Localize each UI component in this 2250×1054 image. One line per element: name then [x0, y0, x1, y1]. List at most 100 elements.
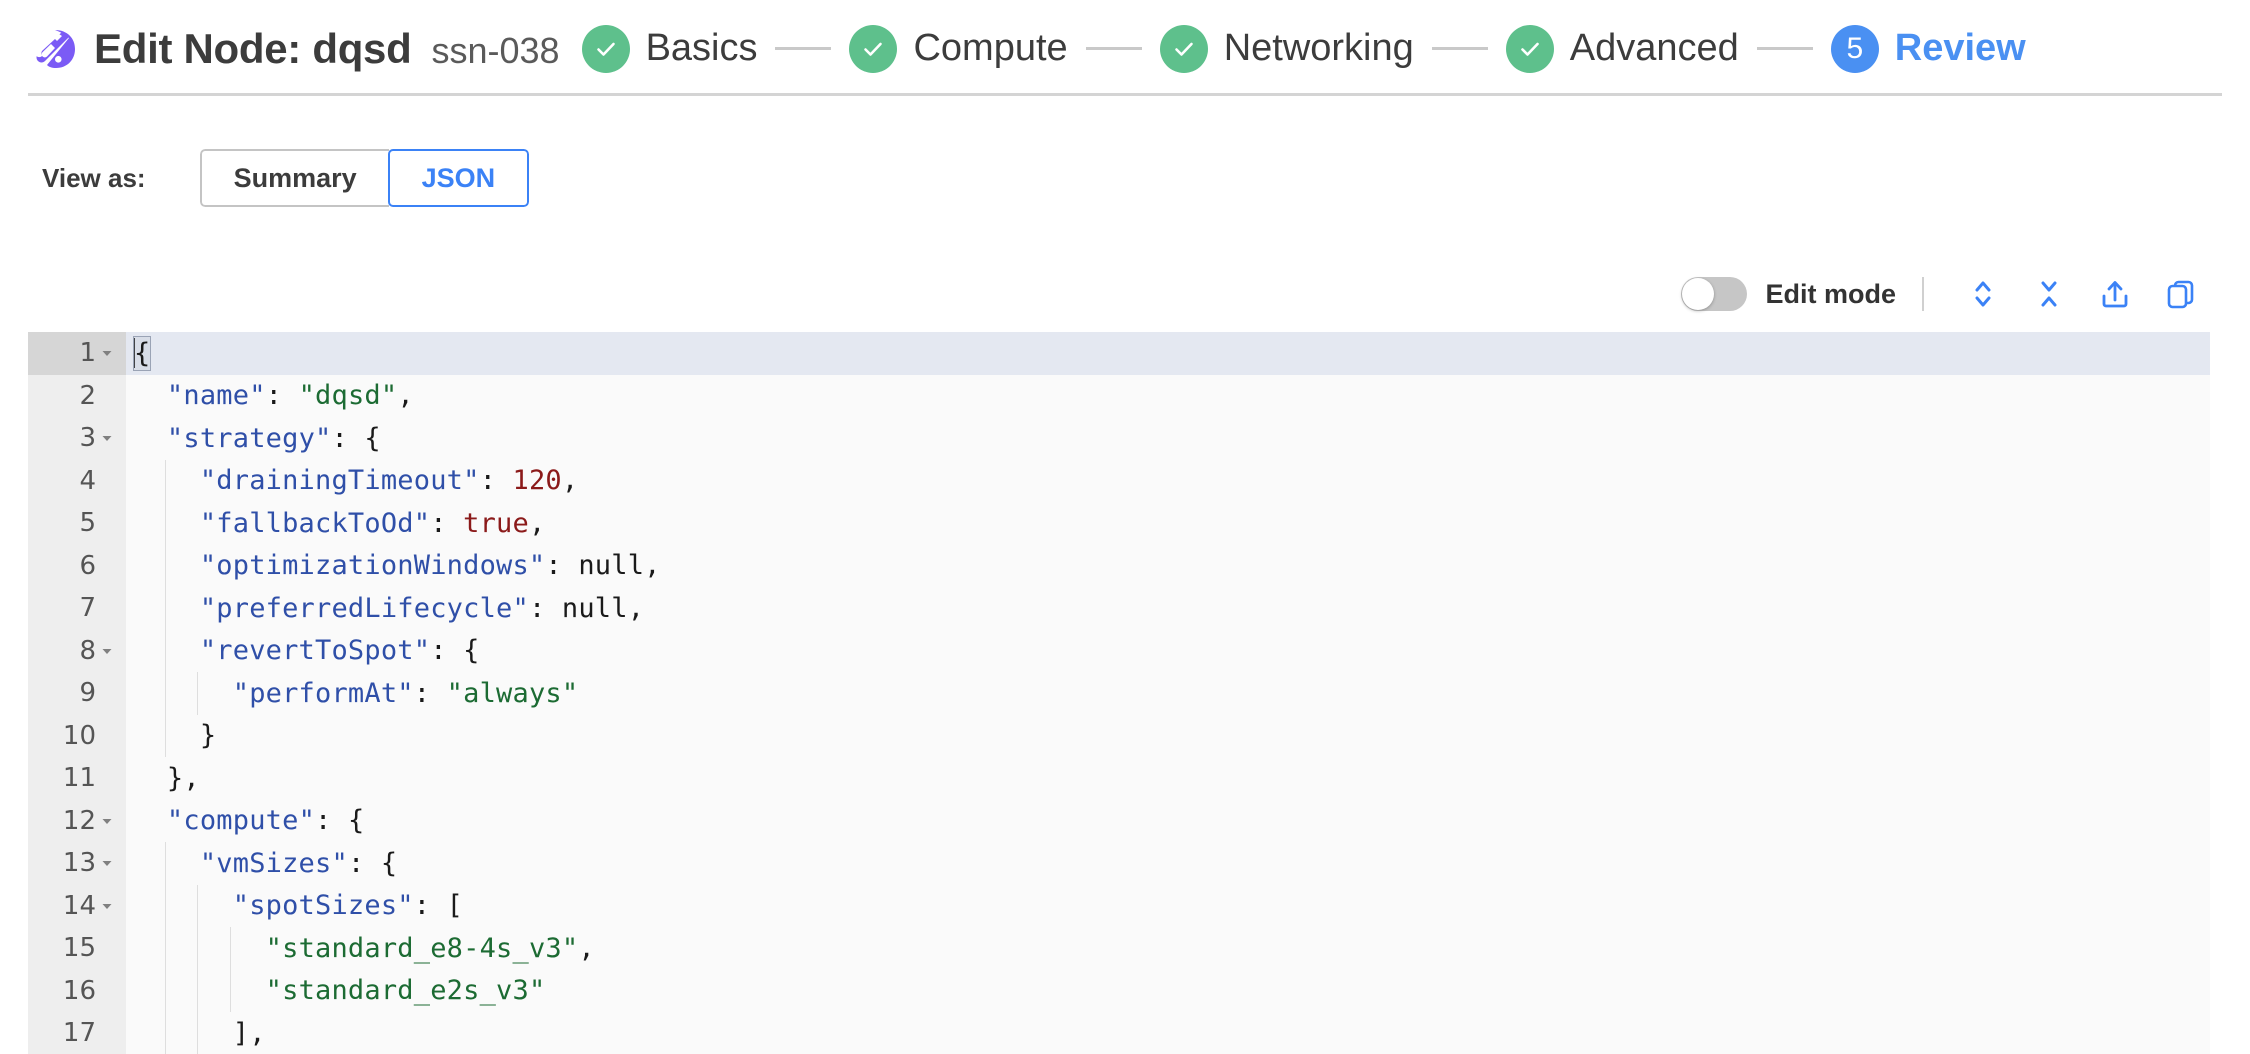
code-tokens: "standard_e8-4s_v3", — [134, 935, 595, 962]
code-token: null — [561, 592, 628, 624]
wizard-step-advanced[interactable]: Advanced — [1505, 24, 1739, 73]
code-token: "strategy" — [166, 422, 332, 454]
fold-toggle-icon[interactable] — [96, 431, 118, 445]
code-row[interactable]: 17 ], — [28, 1012, 2210, 1054]
code-line-content[interactable]: "optimizationWindows": null, — [126, 544, 2210, 587]
comet-logo-icon — [28, 23, 80, 75]
code-row[interactable]: 13 "vmSizes": { — [28, 842, 2210, 885]
line-number: 14 — [62, 890, 96, 921]
edit-mode-toggle[interactable] — [1681, 277, 1748, 311]
code-token: true — [463, 507, 529, 539]
expand-all-icon[interactable] — [1960, 271, 2006, 317]
code-line-content[interactable]: "vmSizes": { — [126, 842, 2210, 885]
export-icon[interactable] — [2092, 271, 2138, 317]
code-row[interactable]: 12 "compute": { — [28, 799, 2210, 843]
view-as-option-json[interactable]: JSON — [387, 149, 530, 207]
code-tokens: "strategy": { — [134, 425, 381, 452]
code-token: : { — [347, 847, 398, 879]
wizard-step-networking[interactable]: Networking — [1159, 24, 1414, 73]
fold-toggle-icon[interactable] — [96, 814, 118, 828]
code-line-content[interactable]: "spotSizes": [ — [126, 884, 2210, 927]
wizard-step-compute[interactable]: Compute — [849, 24, 1068, 73]
code-row[interactable]: 7 "preferredLifecycle": null, — [28, 587, 2210, 630]
collapse-all-icon[interactable] — [2026, 271, 2072, 317]
code-token: } — [199, 720, 217, 752]
view-as-segmented-control[interactable]: Summary JSON — [199, 149, 530, 207]
code-row[interactable]: 2 "name": "dqsd", — [28, 374, 2210, 418]
edit-mode-label: Edit mode — [1765, 278, 1896, 309]
code-row[interactable]: 1{ — [28, 332, 2210, 375]
fold-toggle-icon[interactable] — [96, 346, 118, 360]
code-token: : [ — [413, 890, 464, 922]
fold-toggle-icon[interactable] — [96, 644, 118, 658]
line-gutter: 7 — [28, 587, 126, 630]
code-token: , — [644, 550, 661, 582]
code-line-content[interactable]: "drainingTimeout": 120, — [126, 459, 2210, 502]
code-token: "preferredLifecycle" — [199, 592, 529, 624]
code-line-content[interactable]: "fallbackToOd": true, — [126, 502, 2210, 545]
line-gutter: 12 — [28, 799, 126, 842]
code-row[interactable]: 3 "strategy": { — [28, 417, 2210, 460]
code-row[interactable]: 4 "drainingTimeout": 120, — [28, 459, 2210, 502]
wizard-stepper: Basics Compute Networking Advanced — [581, 24, 2250, 73]
code-row[interactable]: 11 }, — [28, 757, 2210, 800]
code-token: "standard_e2s_v3" — [265, 975, 546, 1007]
fold-toggle-icon[interactable] — [96, 899, 118, 913]
code-line-content[interactable]: { — [126, 332, 2210, 375]
fold-toggle-icon[interactable] — [96, 856, 118, 870]
code-line-content[interactable]: "standard_e8-4s_v3", — [126, 927, 2210, 970]
toggle-knob — [1682, 278, 1715, 310]
code-line-content[interactable]: }, — [126, 757, 2210, 800]
step-number: 5 — [1846, 31, 1864, 65]
wizard-step-label: Compute — [913, 27, 1068, 69]
code-token: "always" — [446, 677, 579, 709]
code-line-content[interactable]: "name": "dqsd", — [126, 375, 2210, 418]
code-token: : — [528, 592, 562, 624]
code-line-content[interactable]: "standard_e2s_v3" — [126, 969, 2210, 1012]
code-row[interactable]: 5 "fallbackToOd": true, — [28, 502, 2210, 545]
wizard-step-review[interactable]: 5 Review — [1830, 24, 2026, 73]
code-token: , — [397, 380, 414, 412]
code-row[interactable]: 16 "standard_e2s_v3" — [28, 969, 2210, 1012]
code-token: "compute" — [166, 805, 316, 837]
indent-guide — [197, 884, 198, 927]
code-line-content[interactable]: "revertToSpot": { — [126, 629, 2210, 672]
editor-toolbar: Edit mode — [0, 269, 2250, 319]
indent-guide — [164, 629, 166, 672]
code-line-content[interactable]: } — [126, 714, 2210, 757]
code-token: ], — [232, 1017, 266, 1049]
copy-icon[interactable] — [2158, 271, 2204, 317]
code-row[interactable]: 15 "standard_e8-4s_v3", — [28, 927, 2210, 970]
code-token: : — [545, 550, 579, 582]
code-token: { — [132, 335, 152, 371]
indent-guide — [197, 927, 198, 970]
view-as-option-summary[interactable]: Summary — [199, 149, 389, 207]
view-as-row: View as: Summary JSON — [0, 149, 2250, 207]
code-token: , — [528, 507, 546, 539]
code-row[interactable]: 8 "revertToSpot": { — [28, 629, 2210, 672]
line-number: 16 — [62, 975, 96, 1006]
code-tokens: "preferredLifecycle": null, — [134, 595, 644, 622]
line-number: 9 — [79, 678, 96, 709]
code-line-content[interactable]: "strategy": { — [126, 417, 2210, 460]
line-number: 8 — [79, 635, 96, 666]
json-editor[interactable]: 1{2 "name": "dqsd",3 "strategy": {4 "dra… — [28, 332, 2210, 1054]
code-token: : — [430, 507, 464, 539]
step-connector — [775, 47, 832, 50]
code-line-content[interactable]: "performAt": "always" — [126, 672, 2210, 715]
code-tokens: "drainingTimeout": 120, — [134, 467, 578, 494]
indent-guide — [164, 672, 166, 715]
code-row[interactable]: 14 "spotSizes": [ — [28, 884, 2210, 927]
code-line-content[interactable]: "preferredLifecycle": null, — [126, 587, 2210, 630]
code-line-content[interactable]: ], — [126, 1012, 2210, 1054]
code-tokens: ], — [134, 1020, 266, 1047]
code-token: : { — [315, 805, 365, 837]
code-token: "name" — [166, 380, 266, 412]
code-row[interactable]: 9 "performAt": "always" — [28, 672, 2210, 715]
code-row[interactable]: 10 } — [28, 714, 2210, 757]
line-gutter: 4 — [28, 459, 126, 502]
code-row[interactable]: 6 "optimizationWindows": null, — [28, 544, 2210, 587]
code-tokens: } — [134, 722, 216, 749]
code-line-content[interactable]: "compute": { — [126, 800, 2210, 843]
wizard-step-basics[interactable]: Basics — [581, 24, 757, 73]
